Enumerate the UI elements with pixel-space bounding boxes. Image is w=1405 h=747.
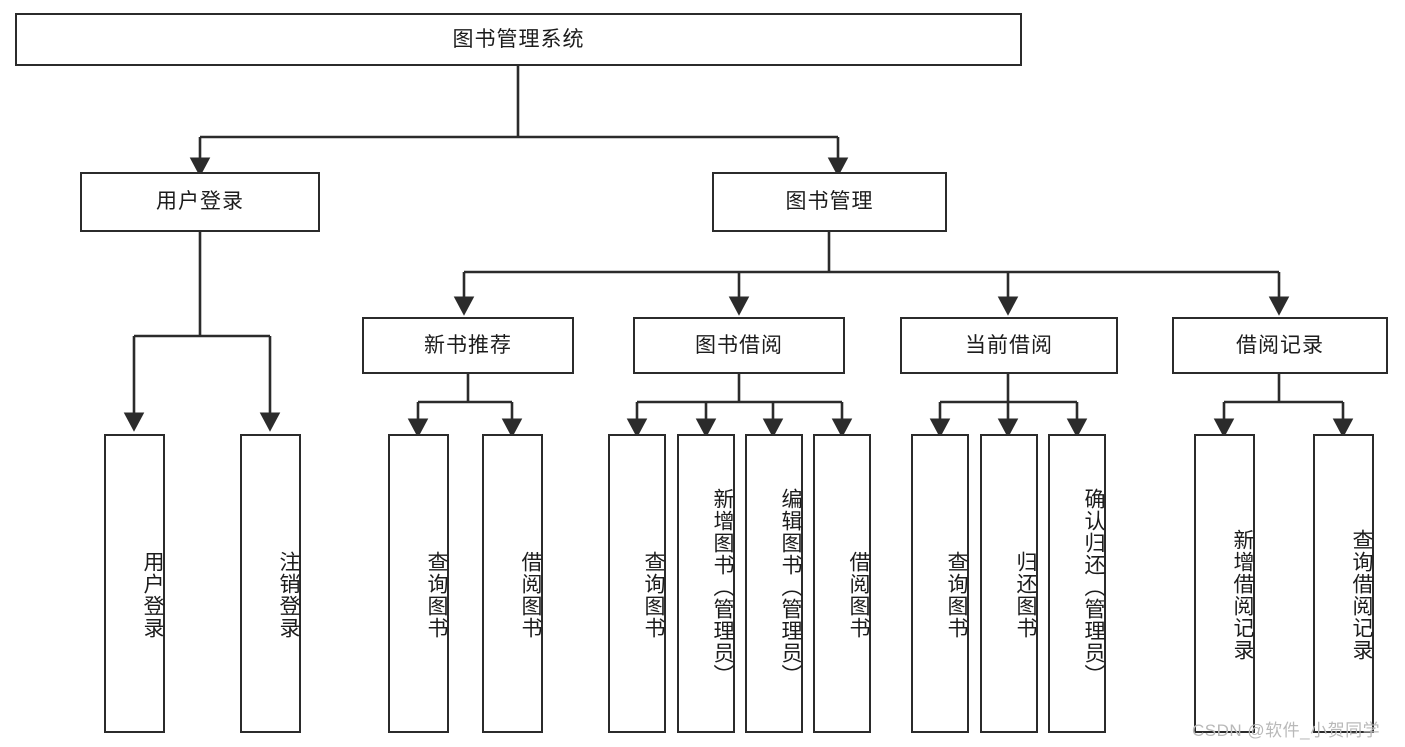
node-label: 用户登录 — [156, 190, 244, 214]
node-label: 借阅图书 — [519, 550, 542, 639]
node-label: 注销登录 — [277, 550, 300, 639]
node-leaf-query-borrow-record[interactable]: 查询借阅记录 — [1313, 434, 1374, 733]
node-leaf-add-borrow-record[interactable]: 新增借阅记录 — [1194, 434, 1255, 733]
node-label: 新书推荐 — [424, 333, 512, 357]
node-label: 借阅图书 — [847, 550, 870, 639]
node-label: 当前借阅 — [965, 333, 1053, 357]
node-leaf-return-book[interactable]: 归还图书 — [980, 434, 1038, 733]
node-label: 新增借阅记录 — [1231, 528, 1254, 661]
node-label: 图书管理系统 — [452, 27, 585, 51]
node-label: 查询借阅记录 — [1350, 528, 1373, 661]
node-leaf-query-book-current[interactable]: 查询图书 — [911, 434, 969, 733]
node-label: 归还图书 — [1014, 550, 1037, 639]
node-leaf-borrow-book-newbook[interactable]: 借阅图书 — [482, 434, 543, 733]
node-label: 确认归还（管理员） — [1082, 487, 1105, 686]
node-book-borrow[interactable]: 图书借阅 — [633, 317, 845, 374]
node-leaf-borrow-book[interactable]: 借阅图书 — [813, 434, 871, 733]
watermark-label: CSDN @软件_小贺同学 — [1192, 721, 1381, 740]
node-leaf-confirm-return-admin[interactable]: 确认归还（管理员） — [1048, 434, 1106, 733]
node-label: 新增图书（管理员） — [711, 487, 734, 686]
node-user-login[interactable]: 用户登录 — [80, 172, 320, 232]
node-leaf-user-login[interactable]: 用户登录 — [104, 434, 165, 733]
node-new-book-recommend[interactable]: 新书推荐 — [362, 317, 574, 374]
node-label: 用户登录 — [141, 550, 164, 639]
node-root-book-management-system[interactable]: 图书管理系统 — [15, 13, 1022, 66]
node-label: 查询图书 — [945, 550, 968, 639]
node-label: 查询图书 — [642, 550, 665, 639]
node-borrow-record[interactable]: 借阅记录 — [1172, 317, 1388, 374]
node-current-borrow[interactable]: 当前借阅 — [900, 317, 1118, 374]
node-label: 编辑图书（管理员） — [779, 487, 802, 686]
node-leaf-edit-book-admin[interactable]: 编辑图书（管理员） — [745, 434, 803, 733]
node-label: 图书管理 — [785, 190, 874, 214]
node-label: 借阅记录 — [1236, 333, 1324, 357]
node-leaf-query-book-borrow[interactable]: 查询图书 — [608, 434, 666, 733]
node-book-management[interactable]: 图书管理 — [712, 172, 947, 232]
node-leaf-add-book-admin[interactable]: 新增图书（管理员） — [677, 434, 735, 733]
node-leaf-query-book-newbook[interactable]: 查询图书 — [388, 434, 449, 733]
node-label: 查询图书 — [425, 550, 448, 639]
watermark-text: CSDN @软件_小贺同学 — [1192, 716, 1380, 741]
node-label: 图书借阅 — [695, 333, 783, 357]
node-leaf-logout[interactable]: 注销登录 — [240, 434, 301, 733]
